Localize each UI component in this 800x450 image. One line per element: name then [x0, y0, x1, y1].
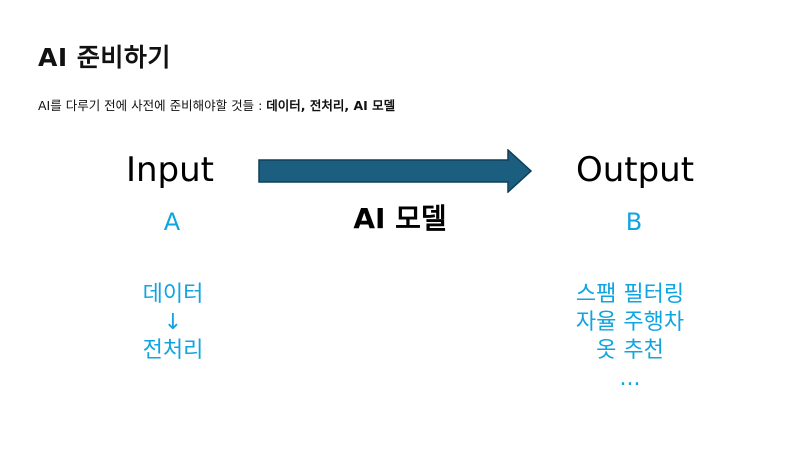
output-item-self-driving: 자율 주행차 — [575, 310, 685, 335]
arrow-right-icon — [258, 149, 533, 193]
output-item-spam-filter: 스팸 필터링 — [575, 282, 685, 307]
output-label: Output — [575, 150, 695, 190]
input-item-data: 데이터 — [142, 282, 204, 307]
input-items-list: 데이터 ↓ 전처리 — [118, 281, 228, 365]
input-letter: A — [163, 208, 181, 236]
page-title: AI 준비하기 — [38, 43, 171, 72]
output-letter: B — [625, 208, 643, 236]
down-arrow-icon: ↓ — [163, 310, 183, 335]
subtitle: AI를 다루기 전에 사전에 준비해야할 것들 : 데이터, 전처리, AI 모… — [38, 95, 395, 114]
output-item-clothes-recommend: 옷 추천 — [596, 338, 664, 363]
output-items-list: 스팸 필터링 자율 주행차 옷 추천 ... — [545, 281, 715, 393]
output-item-ellipsis: ... — [619, 366, 641, 391]
input-label: Input — [125, 150, 215, 190]
input-item-preprocessing: 전처리 — [142, 338, 204, 363]
ai-model-label: AI 모델 — [353, 202, 447, 235]
subtitle-bold: 데이터, 전처리, AI 모델 — [266, 98, 396, 113]
subtitle-prefix: AI를 다루기 전에 사전에 준비해야할 것들 : — [38, 98, 267, 113]
